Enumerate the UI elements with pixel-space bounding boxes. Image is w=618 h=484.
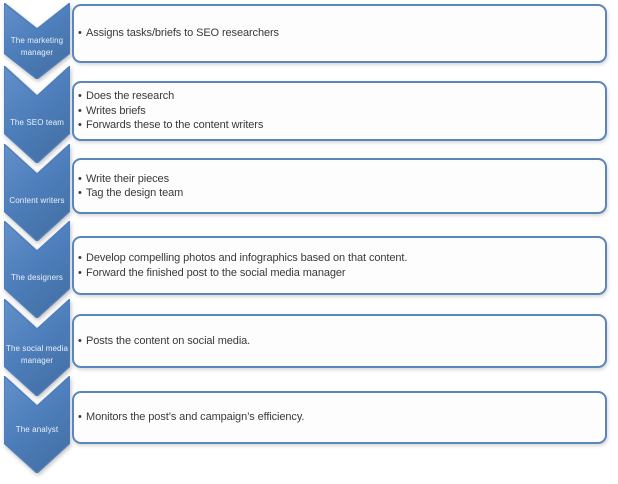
chevron-down-shape xyxy=(4,221,70,318)
bullet-list: • Posts the content on social media. xyxy=(78,334,597,349)
bullet-icon: • xyxy=(78,266,82,279)
step-detail-box: • Monitors the post’s and campaign’s effi… xyxy=(72,391,607,444)
bullet-list: • Does the research • Writes briefs • Forwa… xyxy=(78,89,597,133)
bullet-icon: • xyxy=(78,119,82,132)
step-detail-box: • Develop compelling photos and infograph… xyxy=(72,236,607,295)
bullet-icon: • xyxy=(78,187,82,199)
bullet-text: Does the research xyxy=(86,90,175,103)
bullet-text: Monitors the post’s and campaign’s effic… xyxy=(86,411,305,424)
step-detail-box: • Posts the content on social media. xyxy=(72,314,607,368)
step-detail-box: • Write their pieces • Tag the design team xyxy=(72,158,607,214)
bullet-text: Forwards these to the content writers xyxy=(86,119,264,132)
bullet-item: • Forward the finished post to the social… xyxy=(78,266,597,281)
bullet-icon: • xyxy=(78,90,82,103)
chevron-down-shape xyxy=(4,66,70,163)
bullet-item: • Forwards these to the content writers xyxy=(78,118,597,133)
bullet-list: • Write their pieces • Tag the design team xyxy=(78,172,597,201)
bullet-icon: • xyxy=(78,411,82,424)
bullet-item: • Posts the content on social media. xyxy=(78,334,597,349)
bullet-list: • Assigns tasks/briefs to SEO researchers xyxy=(78,26,597,41)
bullet-icon: • xyxy=(78,334,82,347)
bullet-text: Write their pieces xyxy=(86,172,169,185)
bullet-item: • Monitors the post’s and campaign’s effi… xyxy=(78,410,597,425)
bullet-item: • Tag the design team xyxy=(78,186,597,201)
chevron-down-shape xyxy=(4,3,70,79)
bullet-item: • Develop compelling photos and infograph… xyxy=(78,251,597,266)
step-detail-box: • Does the research • Writes briefs • Forwa… xyxy=(72,81,607,141)
bullet-item: • Does the research xyxy=(78,89,597,104)
bullet-list: • Develop compelling photos and infograph… xyxy=(78,251,597,280)
chevron-down-shape xyxy=(4,376,70,473)
bullet-text: Develop compelling photos and infographi… xyxy=(86,252,408,264)
bullet-text: Assigns tasks/briefs to SEO researchers xyxy=(86,27,279,40)
bullet-text: Tag the design team xyxy=(86,187,184,199)
bullet-item: • Write their pieces xyxy=(78,172,597,187)
bullet-icon: • xyxy=(78,27,82,40)
bullet-item: • Assigns tasks/briefs to SEO researchers xyxy=(78,26,597,41)
bullet-icon: • xyxy=(78,172,82,185)
bullet-icon: • xyxy=(78,104,82,117)
bullet-text: Writes briefs xyxy=(86,104,146,117)
bullet-item: • Writes briefs xyxy=(78,104,597,119)
bullet-icon: • xyxy=(78,252,82,264)
chevron-down-shape xyxy=(4,143,70,241)
bullet-text: Forward the finished post to the social … xyxy=(86,266,346,279)
step-detail-box: • Assigns tasks/briefs to SEO researchers xyxy=(72,4,607,63)
bullet-text: Posts the content on social media. xyxy=(86,334,251,347)
bullet-list: • Monitors the post’s and campaign’s effi… xyxy=(78,410,597,425)
chevron-down-shape xyxy=(4,298,70,396)
